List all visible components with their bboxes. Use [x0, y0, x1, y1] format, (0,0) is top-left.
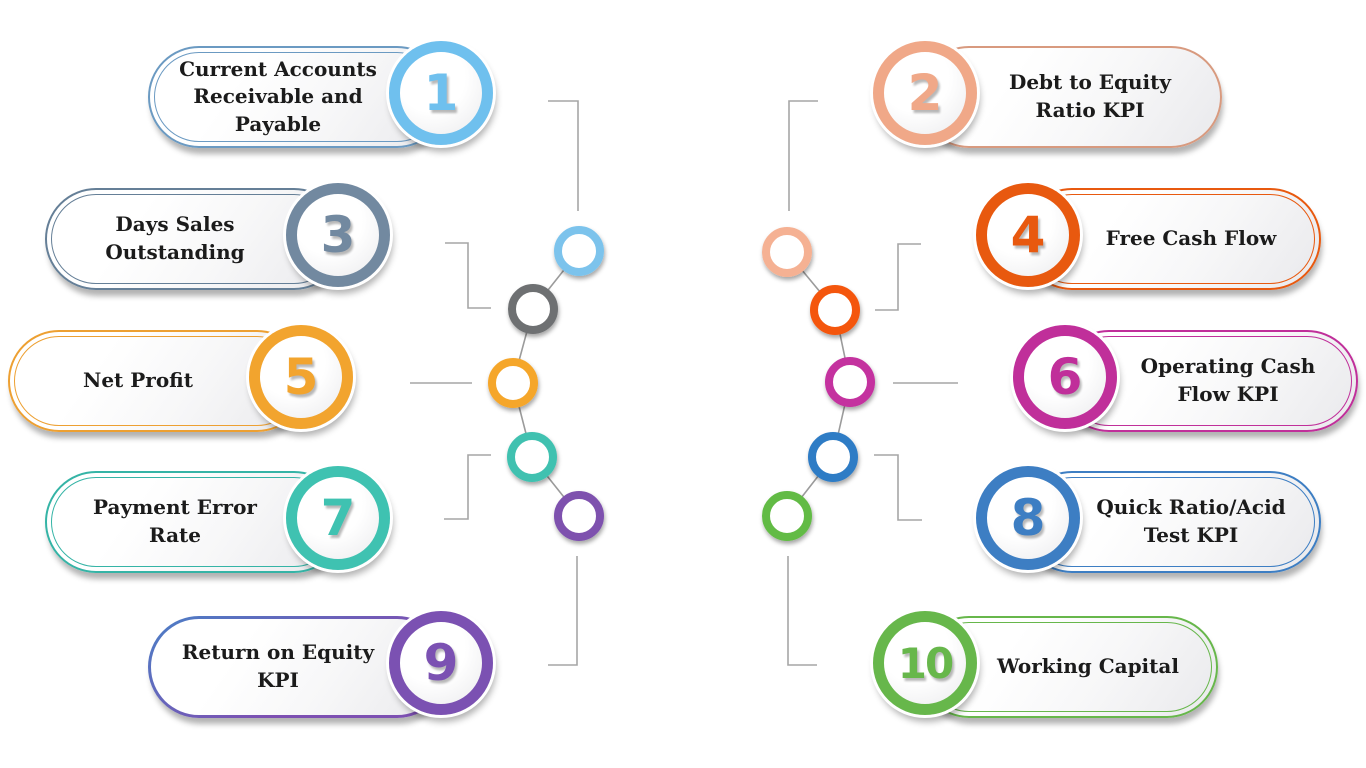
kpi-number-4: 4 [1010, 206, 1046, 264]
chain-node-3 [508, 284, 558, 334]
kpi-label-7: Payment Error Rate [93, 495, 257, 547]
kpi-label-3: Days Sales Outstanding [105, 212, 245, 264]
kpi-pill-9: Return on Equity KPI [148, 616, 448, 718]
kpi-number-badge-10: 10 [873, 611, 977, 715]
kpi-number-badge-7: 7 [286, 466, 390, 570]
kpi-label-4: Free Cash Flow [1105, 226, 1277, 251]
kpi-pill-2: Debt to Equity Ratio KPI [918, 46, 1222, 148]
connector-1 [548, 100, 579, 211]
connector-7 [444, 454, 491, 520]
chain-node-2 [762, 227, 812, 277]
chain-node-9 [554, 491, 604, 541]
kpi-pill-6: Operating Cash Flow KPI [1058, 330, 1358, 432]
kpi-number-6: 6 [1047, 348, 1083, 406]
kpi-label-9: Return on Equity KPI [181, 640, 375, 692]
kpi-number-badge-9: 9 [389, 611, 493, 715]
connector-4 [875, 243, 921, 311]
connector-8 [874, 454, 922, 521]
connector-3 [445, 242, 491, 309]
chain-node-6 [825, 357, 875, 407]
kpi-pill-10: Working Capital [918, 616, 1218, 718]
kpi-number-badge-1: 1 [389, 41, 493, 145]
kpi-pill-3: Days Sales Outstanding [45, 188, 345, 290]
connector-9 [548, 556, 578, 666]
chain-node-5 [488, 358, 538, 408]
kpi-pill-1: Current Accounts Receivable and Payable [148, 46, 448, 148]
kpi-number-3: 3 [320, 206, 356, 264]
kpi-number-2: 2 [907, 64, 943, 122]
kpi-number-badge-3: 3 [286, 183, 390, 287]
kpi-number-badge-4: 4 [976, 183, 1080, 287]
kpi-label-8: Quick Ratio/Acid Test KPI [1096, 495, 1286, 547]
chain-node-10 [762, 491, 812, 541]
kpi-number-5: 5 [283, 348, 319, 406]
kpi-label-5: Net Profit [83, 368, 193, 393]
kpi-pill-5: Net Profit [8, 330, 308, 432]
kpi-number-badge-5: 5 [249, 325, 353, 429]
kpi-number-badge-6: 6 [1013, 325, 1117, 429]
kpi-pill-4: Free Cash Flow [1021, 188, 1321, 290]
kpi-label-10: Working Capital [997, 654, 1179, 679]
kpi-number-8: 8 [1010, 489, 1046, 547]
kpi-label-1: Current Accounts Receivable and Payable [179, 56, 377, 136]
kpi-pill-7: Payment Error Rate [45, 471, 345, 573]
connector-10 [787, 556, 817, 666]
kpi-number-badge-8: 8 [976, 466, 1080, 570]
chain-node-7 [507, 432, 557, 482]
kpi-number-badge-2: 2 [873, 41, 977, 145]
chain-node-8 [808, 432, 858, 482]
kpi-number-1: 1 [423, 64, 459, 122]
kpi-label-6: Operating Cash Flow KPI [1140, 354, 1316, 406]
chain-left-links [512, 250, 580, 517]
chain-node-4 [810, 285, 860, 335]
kpi-label-2: Debt to Equity Ratio KPI [1008, 70, 1172, 122]
connector-2 [788, 100, 818, 211]
kpi-pill-8: Quick Ratio/Acid Test KPI [1021, 471, 1321, 573]
chain-node-1 [554, 226, 604, 276]
kpi-number-9: 9 [423, 634, 459, 692]
kpi-number-7: 7 [320, 489, 356, 547]
chain-right-links [786, 251, 851, 517]
kpi-number-10: 10 [897, 638, 954, 688]
